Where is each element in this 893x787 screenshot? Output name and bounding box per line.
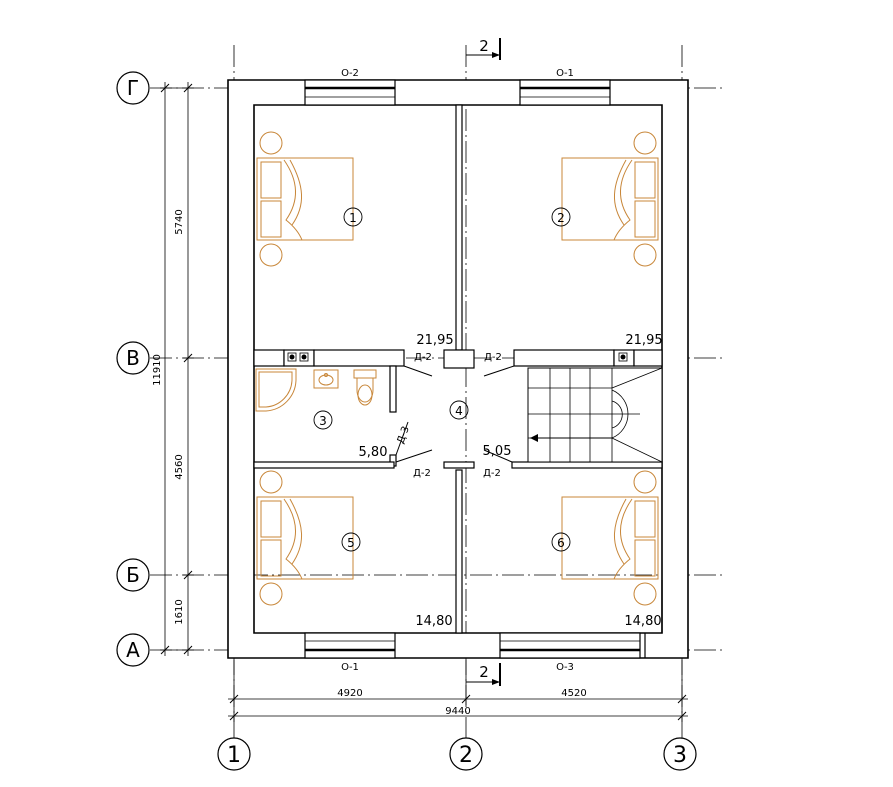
door-label-2: Д-2 xyxy=(484,352,502,363)
area-room-6: 14,80 xyxy=(624,614,661,629)
dim-bottom-1: 4920 xyxy=(337,688,362,699)
section-markers: 2 2 xyxy=(466,37,501,686)
dim-bottom-2: 4520 xyxy=(561,688,586,699)
bed-room-6 xyxy=(561,470,659,606)
room-number-3: 3 xyxy=(319,414,327,428)
window-bottom-right xyxy=(499,632,641,659)
window-label-bottom-right: О-3 xyxy=(556,662,574,673)
window-label-top-right: О-1 xyxy=(556,68,574,79)
bed-room-5 xyxy=(256,470,354,606)
dim-left-total: 11910 xyxy=(152,354,163,386)
axis-label-2: 2 xyxy=(459,743,473,768)
axis-label-g: Г xyxy=(127,76,139,100)
dim-left-3: 1610 xyxy=(174,599,185,624)
staircase xyxy=(527,367,663,463)
dim-bottom-total: 9440 xyxy=(445,706,470,717)
window-label-top-left: О-2 xyxy=(341,68,359,79)
bed-room-1 xyxy=(256,131,354,267)
bathroom-fixtures xyxy=(255,368,377,412)
door-label-4: Д-2 xyxy=(413,468,431,479)
axis-label-1: 1 xyxy=(227,743,241,768)
area-room-5: 14,80 xyxy=(415,614,452,629)
room-number-1: 1 xyxy=(349,211,357,225)
axis-bubble-1 xyxy=(217,737,251,771)
door-label-1: Д-2 xyxy=(414,352,432,363)
axis-label-v: В xyxy=(126,346,140,370)
door-label-5: Д-2 xyxy=(483,468,501,479)
window-top-left xyxy=(304,79,396,106)
axis-bubble-v xyxy=(116,341,150,375)
room-number-6: 6 xyxy=(557,536,565,550)
door-labels: Д-2 Д-2 Д-3 Д-2 Д-2 xyxy=(395,352,501,479)
section-label-bottom: 2 xyxy=(479,663,489,681)
area-room-4: 5,05 xyxy=(483,444,512,459)
axis-label-3: 3 xyxy=(673,743,687,768)
axis-bubble-2 xyxy=(449,737,483,771)
axis-label-a: А xyxy=(126,638,140,662)
door-label-3: Д-3 xyxy=(395,425,411,445)
area-room-3: 5,80 xyxy=(359,445,388,460)
bed-room-2 xyxy=(561,131,659,267)
area-room-1: 21,95 xyxy=(416,333,453,348)
window-labels: О-2 О-1 О-1 О-3 xyxy=(341,68,574,673)
door-swings xyxy=(395,365,515,463)
axis-bubbles: Г В Б А 1 2 3 xyxy=(116,71,697,771)
windows xyxy=(304,79,641,659)
room-number-2: 2 xyxy=(557,211,565,225)
left-dimensions: 5740 4560 1610 11910 xyxy=(152,82,194,656)
window-label-bottom-left: О-1 xyxy=(341,662,359,673)
axis-bubble-b xyxy=(116,558,150,592)
window-bottom-left xyxy=(304,632,396,659)
room-number-4: 4 xyxy=(455,404,463,418)
area-labels: 21,95 21,95 5,80 5,05 14,80 14,80 xyxy=(359,333,663,629)
axis-bubble-3 xyxy=(663,737,697,771)
partitions xyxy=(253,104,663,634)
section-label-top: 2 xyxy=(479,37,489,55)
window-top-right xyxy=(519,79,611,106)
room-numbers: 1 2 3 4 5 6 xyxy=(313,207,571,552)
axis-bubble-g xyxy=(116,71,150,105)
axis-bubble-a xyxy=(116,633,150,667)
furniture xyxy=(255,131,659,606)
dim-left-2: 4560 xyxy=(174,454,185,479)
bottom-dimensions: 4920 4520 9440 xyxy=(228,660,688,722)
dim-left-1: 5740 xyxy=(174,209,185,234)
room-number-5: 5 xyxy=(347,536,355,550)
axis-label-b: Б xyxy=(126,563,140,587)
area-room-2: 21,95 xyxy=(625,333,662,348)
